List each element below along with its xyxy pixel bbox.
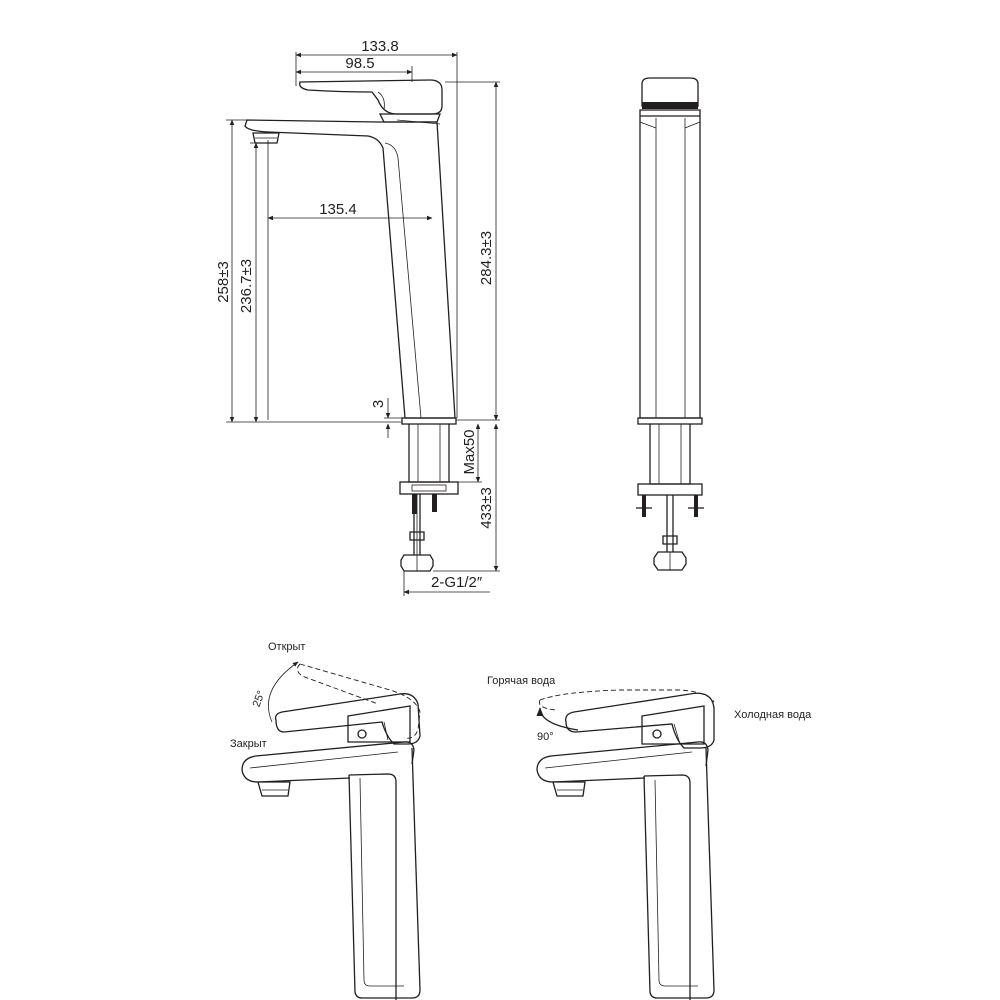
side-base: [401, 417, 457, 425]
side-aerator: [252, 132, 280, 144]
dim-max-counter: Max50: [461, 429, 478, 474]
lift-angle-label: 25°: [251, 689, 268, 709]
cold-water-label: Холодная вода: [734, 709, 812, 721]
dim-height-to-spout: 258±3: [215, 261, 232, 303]
side-spout: [244, 119, 456, 419]
front-body: [639, 116, 701, 419]
side-view: [244, 79, 459, 572]
dim-height-to-outlet: 236.7±3: [238, 259, 255, 313]
side-shank: [408, 424, 450, 483]
dim-hose-length: 433±3: [478, 487, 495, 529]
side-lever: [299, 79, 443, 115]
dim-height-overall: 284.3±3: [478, 231, 495, 285]
hot-water-label: Горячая вода: [487, 675, 556, 687]
dim-lever-reach: 98.5: [345, 55, 374, 72]
lift-operation-view: 25° Открыт Закрыт: [230, 641, 421, 1000]
closed-label: Закрыт: [230, 738, 267, 750]
dim-connection-thread: 2-G1/2″: [431, 574, 483, 591]
dim-lever-reach-overall: 133.8: [361, 38, 399, 55]
rotate-operation-view: 90° Горячая вода Холодная вода: [487, 675, 812, 1000]
front-view: [636, 77, 704, 571]
dim-spout-reach: 135.4: [319, 201, 357, 218]
side-hex-nut: [400, 554, 434, 572]
dim-base-gap: 3: [370, 400, 387, 408]
open-label: Открыт: [268, 641, 305, 653]
side-mount-plate: [399, 481, 459, 495]
rotation-angle-label: 90°: [537, 731, 554, 743]
side-dimensions: 133.8 98.5 135.4 284.3±3 258±3 236.7±3 3…: [215, 38, 500, 596]
